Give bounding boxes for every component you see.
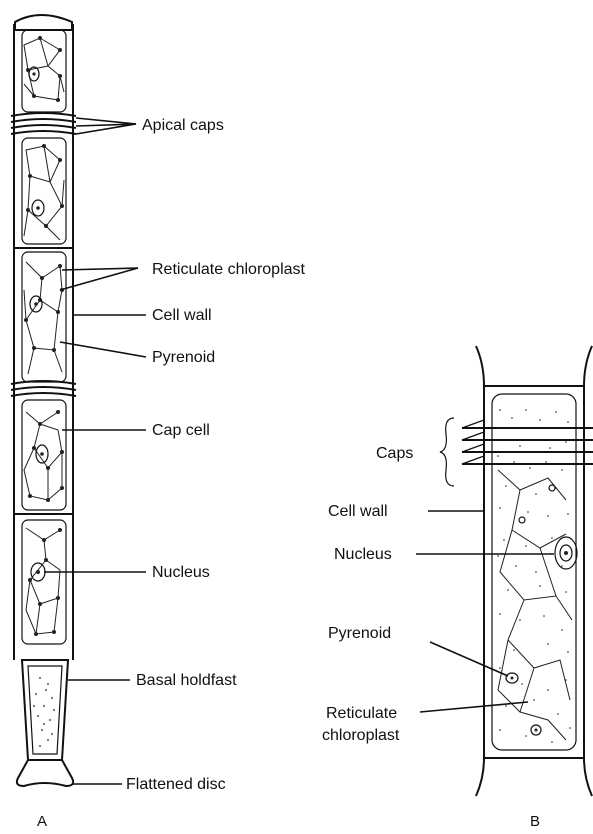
- cell-b-wall-right: [584, 346, 592, 796]
- filament-cell-2: [22, 138, 66, 244]
- label-nucleus-b: Nucleus: [334, 546, 392, 563]
- panel-a-letter: A: [37, 813, 47, 830]
- caps-bracket: [440, 418, 454, 486]
- flattened-disc: [17, 760, 73, 786]
- panel-b-letter: B: [530, 813, 540, 830]
- label-caps: Caps: [376, 445, 413, 462]
- label-reticulate-b-line2: chloroplast: [322, 727, 400, 744]
- label-cell-wall-a: Cell wall: [152, 307, 212, 324]
- filament-a: Apical caps Reticulate chloroplast Cell …: [11, 15, 306, 830]
- filament-cell-1: [22, 30, 66, 112]
- cell-b-wall-left: [476, 346, 484, 796]
- filament-cell-5: [22, 520, 66, 644]
- label-pyrenoid-a: Pyrenoid: [152, 349, 215, 366]
- caps-rings-b: [462, 420, 593, 464]
- apical-dome: [15, 15, 72, 30]
- cap-cell-rings: [11, 381, 76, 396]
- label-cap-cell: Cap cell: [152, 422, 210, 439]
- basal-holdfast: [22, 660, 68, 760]
- filament-cell-3: [22, 252, 66, 382]
- label-flattened-disc: Flattened disc: [126, 776, 226, 793]
- label-reticulate-b-line1: Reticulate: [326, 705, 397, 722]
- cell-b: Caps Cell wall Nucleus Pyrenoid Reticula…: [322, 346, 593, 830]
- label-apical-caps: Apical caps: [142, 117, 224, 134]
- nucleus-b: [555, 537, 577, 569]
- label-reticulate-chloroplast-a: Reticulate chloroplast: [152, 261, 306, 278]
- reticulate-chloroplast-b: [497, 409, 572, 743]
- apical-caps-rings: [11, 113, 76, 134]
- label-nucleus-a: Nucleus: [152, 564, 210, 581]
- label-pyrenoid-b: Pyrenoid: [328, 625, 391, 642]
- filament-cell-4: [22, 400, 66, 510]
- label-basal-holdfast: Basal holdfast: [136, 672, 237, 689]
- label-cell-wall-b: Cell wall: [328, 503, 388, 520]
